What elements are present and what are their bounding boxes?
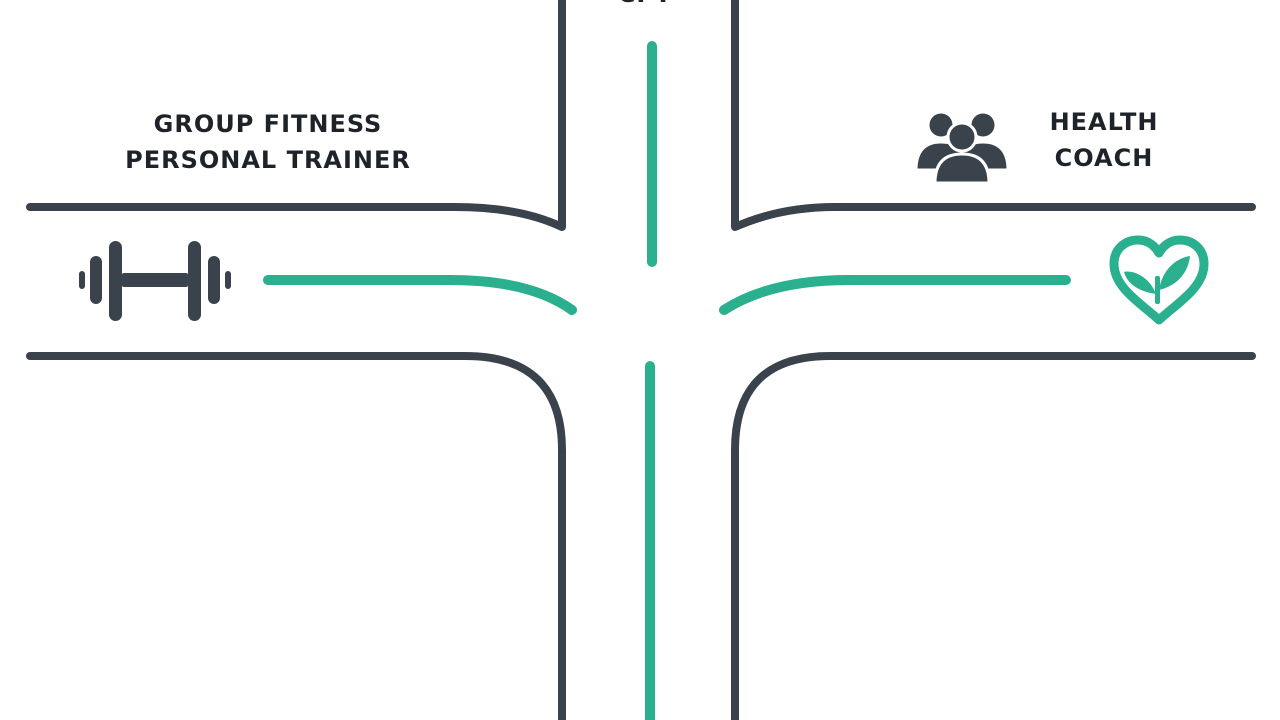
- lane-marking-left: [263, 275, 577, 315]
- right-path-label-line1: HEALTH: [1049, 108, 1159, 136]
- right-path-label: HEALTH COACH: [1032, 104, 1176, 176]
- left-path-label-line2: PERSONAL TRAINER: [125, 146, 411, 174]
- left-path-label: GROUP FITNESS PERSONAL TRAINER: [112, 106, 424, 178]
- road-edge-bottom-right: [731, 352, 1256, 720]
- road-edge-bottom-left: [26, 352, 566, 720]
- road-edge-top-right: [731, 0, 1256, 231]
- top-path-label: CPT: [590, 0, 700, 12]
- dumbbell-icon: [79, 241, 231, 321]
- road-edge-top-left: [26, 0, 566, 231]
- heart-leaf-icon: [1109, 235, 1209, 325]
- lane-marking-right: [719, 275, 1071, 315]
- group-icon: [914, 110, 1010, 184]
- left-path-label-line1: GROUP FITNESS: [153, 110, 383, 138]
- right-path-label-line2: COACH: [1054, 144, 1154, 172]
